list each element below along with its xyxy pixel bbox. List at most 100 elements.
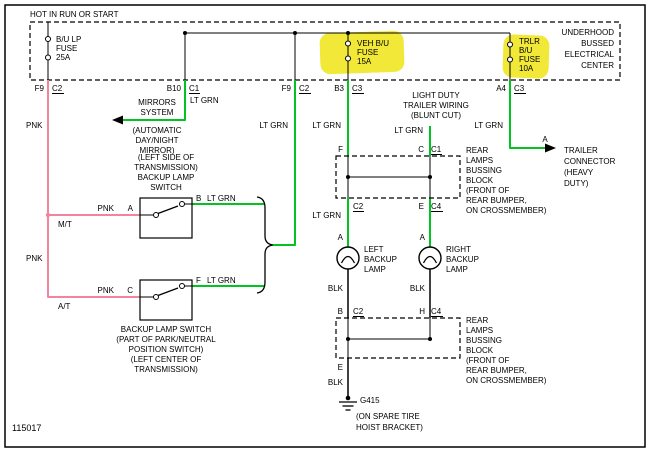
wire-color-label: BLK <box>410 284 426 293</box>
caption-line: BLOCK <box>466 346 494 355</box>
lamp-filament <box>422 255 438 264</box>
underhood-center-box <box>29 21 621 81</box>
wire-color-label: PNK <box>26 254 43 263</box>
pin-label: A4 <box>496 84 506 93</box>
trlr-bu-fuse-symbol <box>507 33 513 80</box>
pin-label: F <box>338 145 343 154</box>
caption-line: (AUTOMATIC <box>132 126 181 135</box>
fuse-label-line: FUSE <box>519 55 540 64</box>
right-backup-lamp-icon <box>418 246 442 270</box>
caption-line: BUSSING <box>466 336 502 345</box>
fuse-label-line: 10A <box>519 64 534 73</box>
connector-label: C2 <box>353 202 364 211</box>
veh-bu-fuse-highlight <box>319 30 405 75</box>
caption-line: DUTY) <box>564 179 589 188</box>
pin-label: B10 <box>167 84 182 93</box>
pin-label: E <box>419 202 424 211</box>
caption-line: BACKUP LAMP <box>138 173 195 182</box>
connector-label: C3 <box>514 84 525 93</box>
pin-label: A <box>128 204 134 213</box>
wire-color-label: LT GRN <box>207 276 236 285</box>
caption-line: SWITCH <box>150 183 182 192</box>
caption-line: LEFT <box>364 245 384 254</box>
wire-color-label: BLK <box>328 284 344 293</box>
backup-lamps: A A LEFT BACKUP LAMP RIGHT BACKUP LAMP B… <box>328 233 479 293</box>
connector-label: C2 <box>353 307 364 316</box>
caption-line: REAR <box>466 316 488 325</box>
wire-color-label: PNK <box>98 286 115 295</box>
pin-label: H <box>419 307 425 316</box>
caption-line: TRAILER WIRING <box>403 101 469 110</box>
pin-label: C <box>418 145 424 154</box>
trailer-connector-caption: A TRAILER CONNECTOR (HEAVY DUTY) <box>542 135 615 188</box>
junction-dot <box>428 175 432 179</box>
veh-bu-fuse-symbol <box>345 33 351 80</box>
switch-terminal <box>179 283 185 289</box>
junction-dot <box>346 337 350 341</box>
switch-terminal <box>153 212 159 218</box>
switch-blade <box>157 205 179 215</box>
bu-lp-fuse-label: B/U LP FUSE 25A <box>56 35 81 62</box>
transmission-tag: A/T <box>58 302 71 311</box>
caption-line: (FRONT OF <box>466 356 510 365</box>
trlr-bu-fuse-highlight <box>502 34 550 79</box>
caption-line: SYSTEM <box>141 108 174 117</box>
caption-line: RIGHT <box>446 245 471 254</box>
fuse-label-line: TRLR <box>519 37 540 46</box>
fuse-label-line: 25A <box>56 53 71 62</box>
fuse-label-line: VEH B/U <box>357 39 389 48</box>
page-border <box>4 4 646 448</box>
connector-exit-labels: F9 C2 B10 C1 F9 C2 B3 C3 A4 C3 <box>35 84 526 94</box>
mirrors-system-caption: MIRRORS SYSTEM (AUTOMATIC DAY/NIGHT MIRR… <box>132 98 181 155</box>
wire-color-label: LT GRN <box>312 211 341 220</box>
caption-line: (ON SPARE TIRE <box>356 412 420 421</box>
fuse-label-line: FUSE <box>56 44 77 53</box>
trailer-arrow-icon <box>545 143 556 153</box>
document-number: 115017 <box>12 423 41 433</box>
ground-g415: G415 (ON SPARE TIRE HOIST BRACKET) <box>339 395 423 432</box>
caption-line: TRANSMISSION) <box>134 163 198 172</box>
pin-label: F9 <box>35 84 45 93</box>
ltgrn-wire-f9 <box>273 80 296 246</box>
caption-line: BACKUP LAMP SWITCH <box>121 325 212 334</box>
center-name-line: UNDERHOOD <box>562 28 615 37</box>
connector-label: C1 <box>431 145 442 154</box>
caption-line: LAMP <box>446 265 468 274</box>
center-name-line: CENTER <box>581 61 614 70</box>
wire-color-label: LT GRN <box>394 126 423 135</box>
switch-box <box>139 197 193 239</box>
ground-name: G415 <box>360 396 380 405</box>
pin-label: C <box>127 286 133 295</box>
caption-line: (LEFT SIDE OF <box>138 153 194 162</box>
pin-label: A <box>420 233 426 242</box>
caption-line: BLOCK <box>466 176 494 185</box>
junction-dot <box>346 175 350 179</box>
bussing-block-box <box>335 317 461 359</box>
fuse-label-line: B/U <box>519 46 533 55</box>
rear-lamps-bussing-block-upper: F C C1 C2 E C4 REAR LAMPS BUSSING BLOCK … <box>335 145 547 215</box>
pin-label: E <box>338 363 343 372</box>
switch-blade <box>157 287 179 297</box>
wire-color-label: BLK <box>328 378 344 387</box>
switch-terminal <box>179 201 185 207</box>
ground-terminal-dot <box>345 395 351 401</box>
fuse-label-line: B/U LP <box>56 35 81 44</box>
transmission-tag: M/T <box>58 220 72 229</box>
rear-lamps-bussing-block-lower: B C2 H C4 E BLK REAR LAMPS BUSSING BLOCK… <box>328 307 547 387</box>
bussing-block-box <box>335 155 461 199</box>
caption-line: (HEAVY <box>564 168 594 177</box>
caption-line: ON CROSSMEMBER) <box>466 206 547 215</box>
pin-label: A <box>542 135 548 144</box>
caption-line: BACKUP <box>364 255 397 264</box>
center-name-line: ELECTRICAL <box>565 50 615 59</box>
light-duty-trailer-caption: LIGHT DUTY TRAILER WIRING (BLUNT CUT) <box>403 91 469 120</box>
veh-bu-fuse-label: VEH B/U FUSE 15A <box>357 39 389 66</box>
pnk-junction-dot <box>45 212 51 218</box>
wire-color-label: LT GRN <box>259 121 288 130</box>
caption-line: (BLUNT CUT) <box>411 111 461 120</box>
connector-label: C4 <box>431 307 442 316</box>
caption-line: LAMPS <box>466 326 493 335</box>
wire-color-label: LT GRN <box>190 96 219 105</box>
lamp-filament <box>340 255 356 264</box>
